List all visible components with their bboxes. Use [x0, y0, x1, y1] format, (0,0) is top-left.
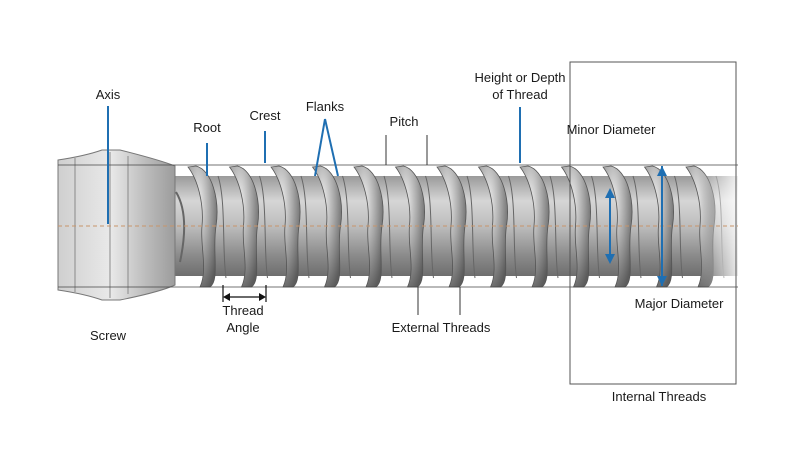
major-diameter-label: Major Diameter [634, 296, 724, 311]
thread-angle-arrow [222, 285, 267, 302]
internal-threads-box [569, 61, 737, 385]
crest-label: Crest [249, 108, 281, 123]
minor-diameter-label: Minor Diameter [566, 122, 656, 137]
external-threads-label: External Threads [391, 320, 491, 335]
root-label: Root [193, 120, 221, 135]
screw-head [57, 149, 176, 301]
internal-threads-label: Internal Threads [611, 389, 707, 404]
flanks-callout-left [314, 118, 326, 177]
thread-root-edge [591, 175, 600, 279]
thread-root-edge [217, 175, 227, 279]
thread-root-edge [674, 175, 683, 279]
pitch-label: Pitch [389, 114, 419, 129]
screw-label: Screw [89, 328, 127, 343]
thread-root-edge [632, 175, 642, 279]
height-label-line1: Height or Depth [474, 70, 566, 85]
flanks-label: Flanks [305, 99, 345, 114]
height-label-line2: of Thread [492, 87, 548, 102]
axis-label: Axis [95, 87, 121, 102]
thread-angle-label-line2: Angle [226, 320, 260, 335]
flanks-callout-right [324, 118, 339, 177]
thread-angle-label-line1: Thread [222, 303, 264, 318]
